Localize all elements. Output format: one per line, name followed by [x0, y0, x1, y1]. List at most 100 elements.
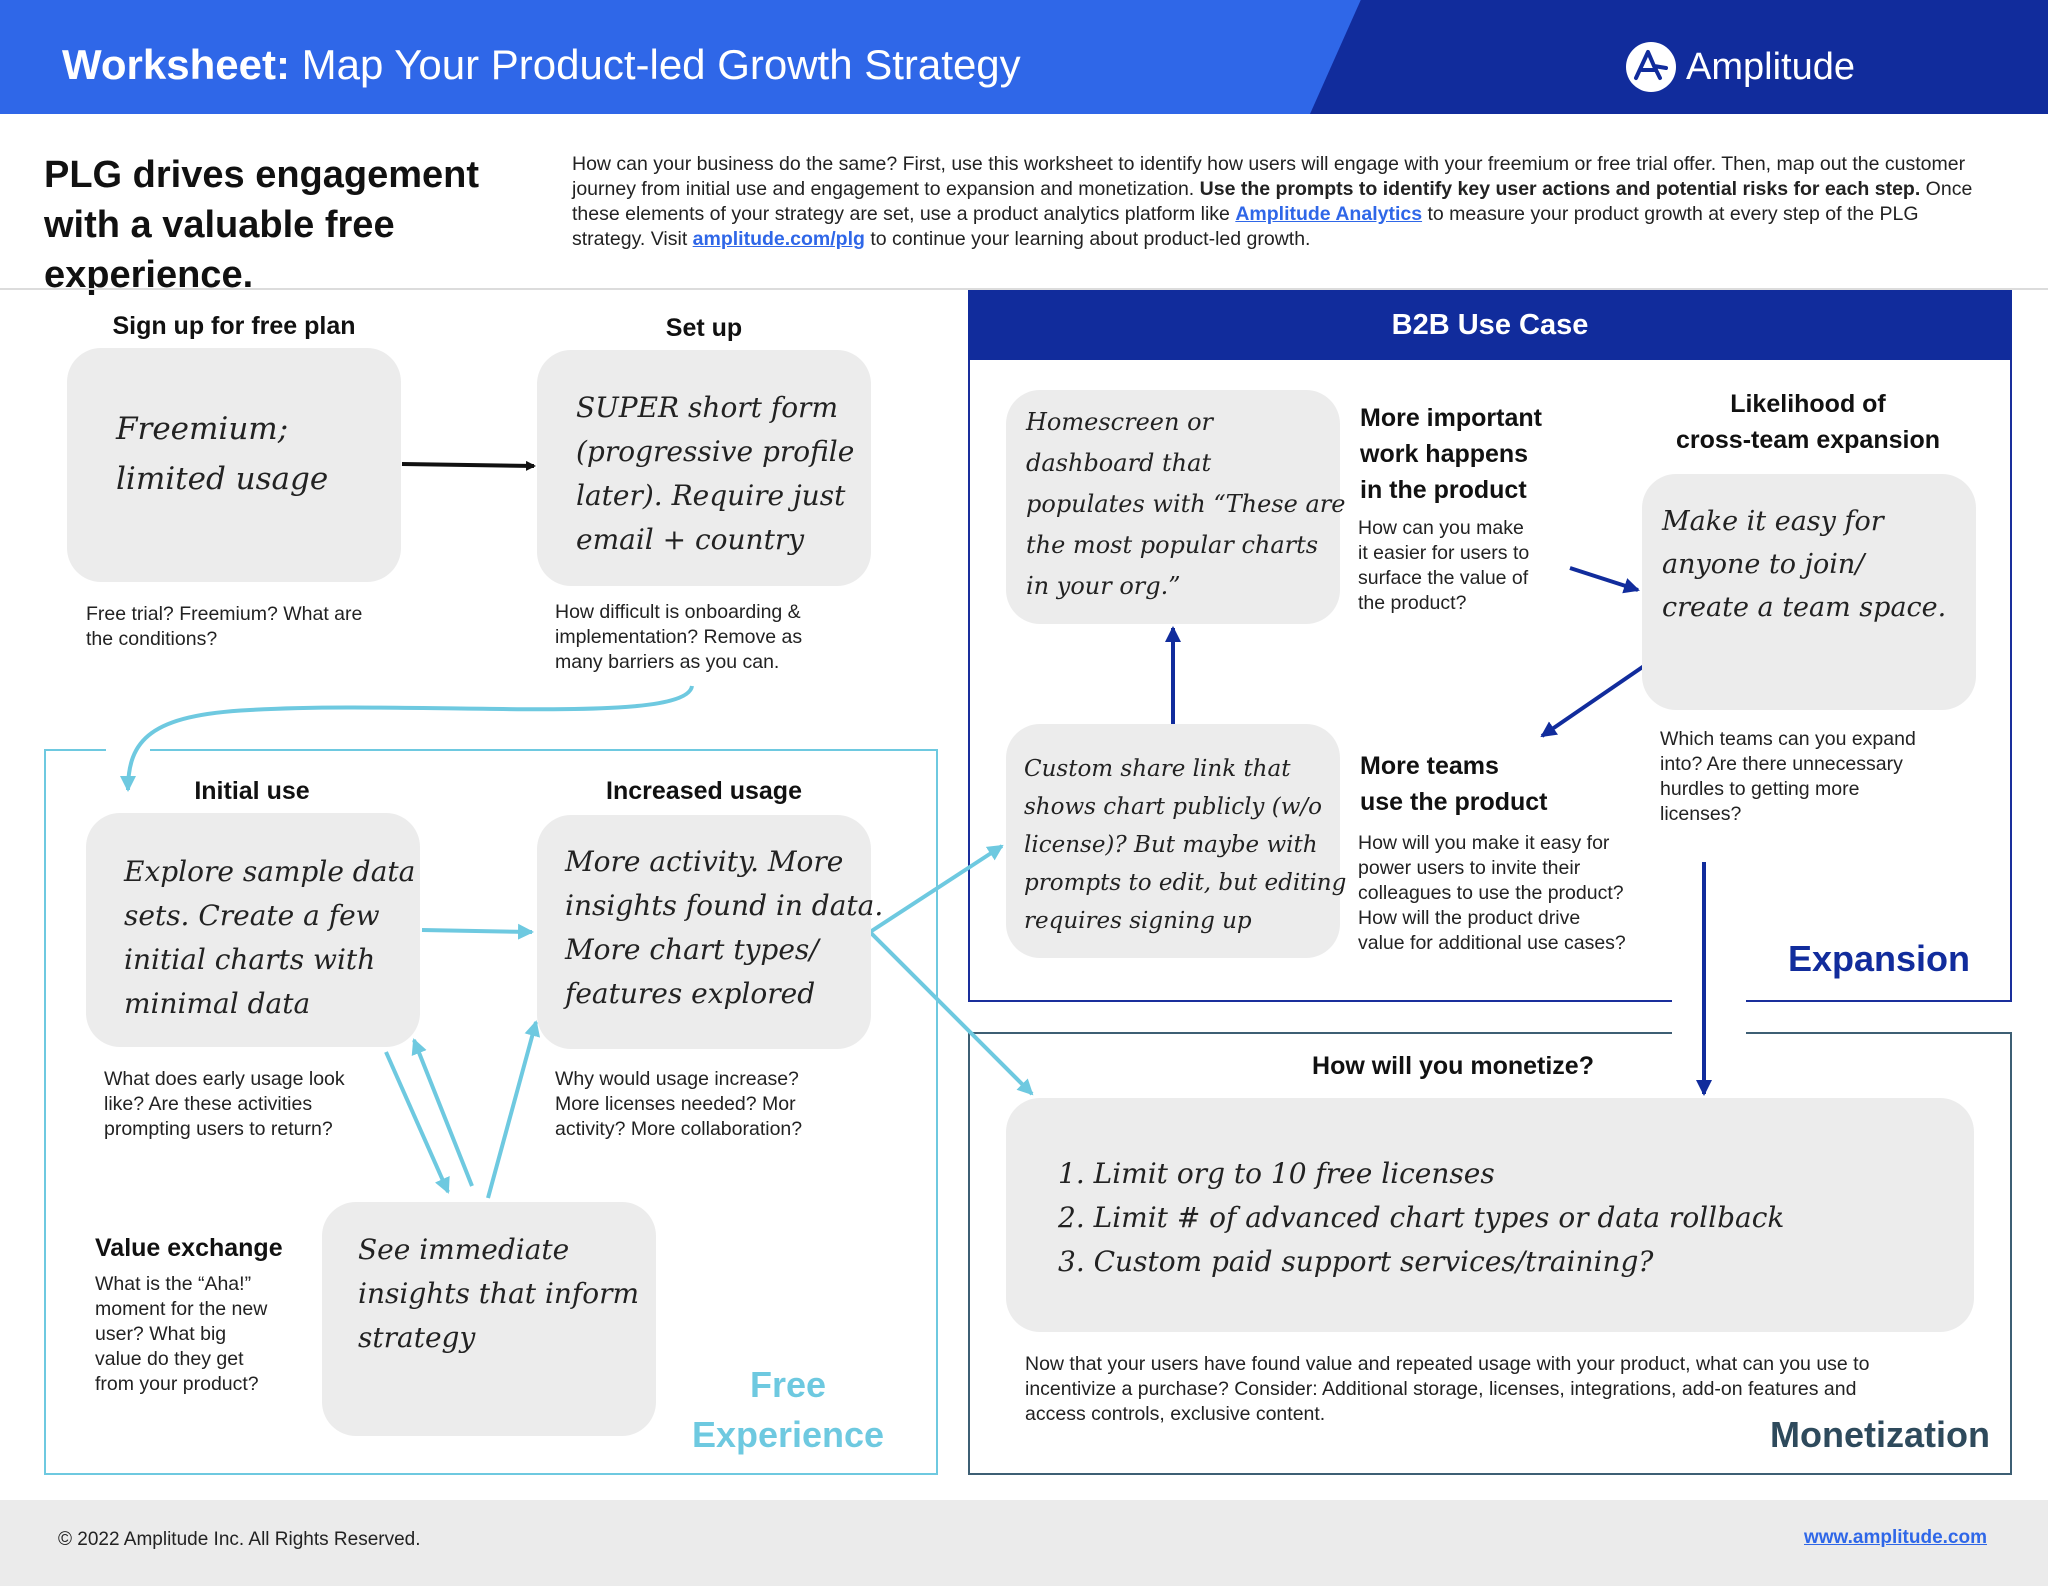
- more-teams-title-line: use the product: [1360, 788, 1548, 816]
- signup-prompt: Free trial? Freemium? What are the condi…: [86, 602, 362, 652]
- setup-prompt-line: implementation? Remove as: [555, 626, 803, 648]
- intro-text-3: to measure your product growth at every …: [572, 203, 1919, 250]
- work-happens-prompt-line: it easier for users to: [1358, 542, 1530, 564]
- value-exchange-title: Value exchange: [95, 1234, 283, 1262]
- monetize-prompt-line: access controls, exclusive content.: [1025, 1403, 1326, 1425]
- initial-use-prompt: What does early usage look like? Are the…: [104, 1067, 345, 1142]
- initial-use-prompt-line: prompting users to return?: [104, 1118, 333, 1140]
- free-experience-label-line: Experience: [691, 1414, 885, 1455]
- brand-name: Amplitude: [1686, 45, 1855, 88]
- monetize-answer-line: 3. Custom paid support services/training…: [1058, 1245, 1654, 1278]
- value-exchange-answer-line: insights that inform: [358, 1277, 640, 1310]
- likelihood-prompt-line: into? Are there unnecessary: [1660, 753, 1903, 775]
- more-teams-prompt-line: power users to invite their: [1358, 857, 1581, 879]
- value-exchange-prompt-line: moment for the new: [95, 1298, 268, 1320]
- homescreen-answer-box: [1006, 390, 1340, 624]
- initial-use-prompt-line: What does early usage look: [104, 1068, 345, 1090]
- arrow-signup-to-setup: [401, 460, 536, 471]
- intro-text-1: How can your business do the same? First…: [572, 153, 1966, 200]
- likelihood-prompt-line: Which teams can you expand: [1660, 728, 1916, 750]
- likelihood-title-line: cross-team expansion: [1676, 426, 1940, 454]
- more-teams-prompt-line: How will you make it easy for: [1358, 832, 1610, 854]
- value-exchange-prompt-line: What is the “Aha!”: [95, 1273, 252, 1295]
- homescreen-answer-line: the most popular charts: [1026, 531, 1319, 559]
- initial-use-answer-line: initial charts with: [124, 943, 376, 976]
- value-exchange-answer-box: [322, 1202, 656, 1436]
- headline: PLG drives engagement with a valuable fr…: [44, 154, 480, 296]
- work-happens-prompt: How can you make it easier for users to …: [1358, 516, 1529, 616]
- increased-usage-prompt-line: More licenses needed? Mor: [555, 1093, 796, 1115]
- increased-usage-title: Increased usage: [606, 777, 802, 805]
- frame-gap: [106, 745, 150, 753]
- share-link-answer: Custom share link that shows chart publi…: [1024, 750, 1346, 940]
- likelihood-answer: Make it easy for anyone to join/ create …: [1662, 500, 1946, 629]
- homescreen-answer-line: Homescreen or: [1026, 408, 1213, 436]
- likelihood-prompt-line: hurdles to getting more: [1660, 778, 1860, 800]
- setup-prompt: How difficult is onboarding & implementa…: [555, 600, 802, 675]
- signup-answer-line: Freemium;: [116, 411, 289, 447]
- b2b-use-case-header: B2B Use Case: [968, 290, 2012, 360]
- amplitude-plg-link[interactable]: amplitude.com/plg: [692, 228, 865, 250]
- expansion-label: Expansion: [1787, 938, 1970, 979]
- value-exchange-prompt-line: from your product?: [95, 1373, 259, 1395]
- increased-usage-prompt: Why would usage increase? More licenses …: [555, 1067, 802, 1142]
- work-happens-prompt-line: How can you make: [1358, 517, 1524, 539]
- more-teams-prompt-line: value for additional use cases?: [1358, 932, 1626, 954]
- signup-prompt-line: Free trial? Freemium? What are: [86, 603, 363, 625]
- intro-paragraph: How can your business do the same? First…: [572, 152, 1992, 252]
- monetize-prompt: Now that your users have found value and…: [1025, 1352, 1869, 1427]
- homescreen-answer: Homescreen or dashboard that populates w…: [1026, 402, 1345, 607]
- intro-text-4: to continue your learning about product-…: [864, 228, 1311, 250]
- initial-use-answer-line: Explore sample data: [124, 855, 416, 888]
- work-happens-prompt-line: surface the value of: [1358, 567, 1529, 589]
- setup-prompt-line: many barriers as you can.: [555, 651, 780, 673]
- increased-usage-answer-line: insights found in data.: [565, 889, 884, 922]
- increased-usage-answer-line: More activity. More: [565, 845, 844, 878]
- value-exchange-answer-line: See immediate: [358, 1233, 570, 1266]
- more-teams-title: More teams use the product: [1360, 748, 1548, 820]
- share-link-answer-line: Custom share link that: [1024, 756, 1291, 782]
- monetization-frame: [968, 1032, 2012, 1475]
- likelihood-prompt: Which teams can you expand into? Are the…: [1660, 727, 1916, 827]
- value-exchange-prompt-line: user? What big: [95, 1323, 227, 1345]
- website-link[interactable]: www.amplitude.com: [1804, 1527, 1987, 1548]
- likelihood-answer-box: [1642, 474, 1976, 710]
- value-exchange-prompt: What is the “Aha!” moment for the new us…: [95, 1272, 267, 1397]
- signup-prompt-line: the conditions?: [86, 628, 218, 650]
- signup-answer-box: [67, 348, 401, 582]
- more-teams-prompt-line: How will the product drive: [1358, 907, 1581, 929]
- setup-prompt-line: How difficult is onboarding &: [555, 601, 801, 623]
- page-title-rest: Map Your Product-led Growth Strategy: [289, 41, 1021, 88]
- work-happens-title-line: in the product: [1360, 476, 1527, 504]
- work-happens-title: More important work happens in the produ…: [1360, 400, 1542, 508]
- likelihood-answer-line: anyone to join/: [1662, 549, 1865, 580]
- signup-answer-line: limited usage: [116, 461, 329, 497]
- signup-title: Sign up for free plan: [112, 312, 356, 340]
- homescreen-answer-line: dashboard that: [1026, 449, 1212, 477]
- setup-title: Set up: [665, 314, 743, 342]
- intro-text-2: Once these elements of your strategy are…: [572, 178, 1973, 225]
- work-happens-title-line: More important: [1360, 404, 1542, 432]
- intro-divider: [0, 288, 2048, 290]
- amplitude-analytics-link[interactable]: Amplitude Analytics: [1235, 203, 1423, 225]
- free-experience-label-line: Free: [749, 1364, 827, 1405]
- value-exchange-answer-line: strategy: [358, 1321, 476, 1354]
- initial-use-prompt-line: like? Are these activities: [104, 1093, 313, 1115]
- increased-usage-prompt-line: Why would usage increase?: [555, 1068, 799, 1090]
- increased-usage-answer-box: [537, 815, 871, 1049]
- initial-use-title: Initial use: [194, 777, 310, 805]
- homescreen-answer-line: populates with “These are: [1026, 490, 1346, 518]
- monetize-prompt-line: Now that your users have found value and…: [1025, 1353, 1870, 1375]
- value-exchange-answer: See immediate insights that inform strat…: [358, 1228, 639, 1360]
- initial-use-answer: Explore sample data sets. Create a few i…: [124, 850, 415, 1026]
- likelihood-answer-line: Make it easy for: [1662, 506, 1884, 537]
- share-link-answer-box: [1006, 724, 1340, 958]
- share-link-answer-line: shows chart publicly (w/o: [1024, 794, 1322, 820]
- likelihood-title: Likelihood of cross-team expansion: [1640, 386, 1976, 458]
- amplitude-logo[interactable]: Amplitude: [1626, 42, 1855, 92]
- initial-use-answer-line: minimal data: [124, 987, 311, 1020]
- share-link-answer-line: prompts to edit, but editing: [1024, 870, 1347, 896]
- setup-answer-line: email + country: [576, 523, 805, 556]
- share-link-answer-line: requires signing up: [1024, 908, 1252, 934]
- increased-usage-answer: More activity. More insights found in da…: [565, 840, 883, 1016]
